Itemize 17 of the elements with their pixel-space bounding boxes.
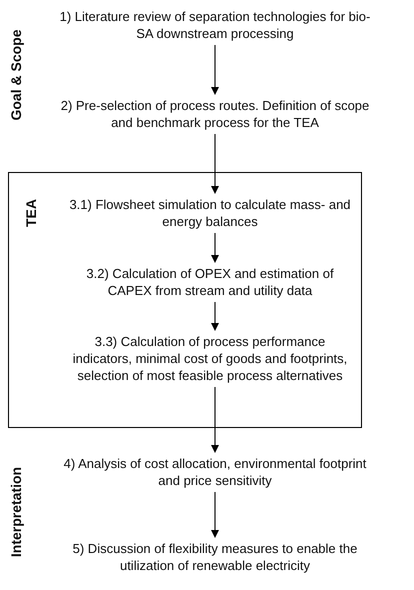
step-text: 2) Pre-selection of process routes. Definition of scope and benchmark process for the TEA	[55, 97, 375, 131]
step-text: 3.1) Flowsheet simulation to calculate mass- and energy balances	[64, 196, 356, 230]
arrow	[211, 492, 219, 538]
arrow	[211, 386, 219, 453]
phase-label: TEA	[23, 199, 39, 227]
arrow	[211, 134, 219, 194]
phase-label: Interpretation	[8, 466, 24, 558]
step-text: 5) Discussion of flexibility measures to enable the utilization of renewable electricity	[55, 540, 375, 574]
phase-frame	[8, 172, 362, 428]
arrow	[211, 232, 219, 263]
arrow	[211, 44, 219, 95]
phase-label: Goal & Scope	[8, 29, 24, 121]
arrow	[211, 302, 219, 331]
step-text: 4) Analysis of cost allocation, environmental footprint and price sensitivity	[55, 455, 375, 489]
step-text: 1) Literature review of separation technologies for bio-SA downstream processing	[55, 8, 375, 42]
step-text: 3.3) Calculation of process performance indicators, minimal cost of goods and footprints, selection of most feasible process alternatives	[64, 333, 356, 384]
step-text: 3.2) Calculation of OPEX and estimation of CAPEX from stream and utility data	[64, 265, 356, 299]
